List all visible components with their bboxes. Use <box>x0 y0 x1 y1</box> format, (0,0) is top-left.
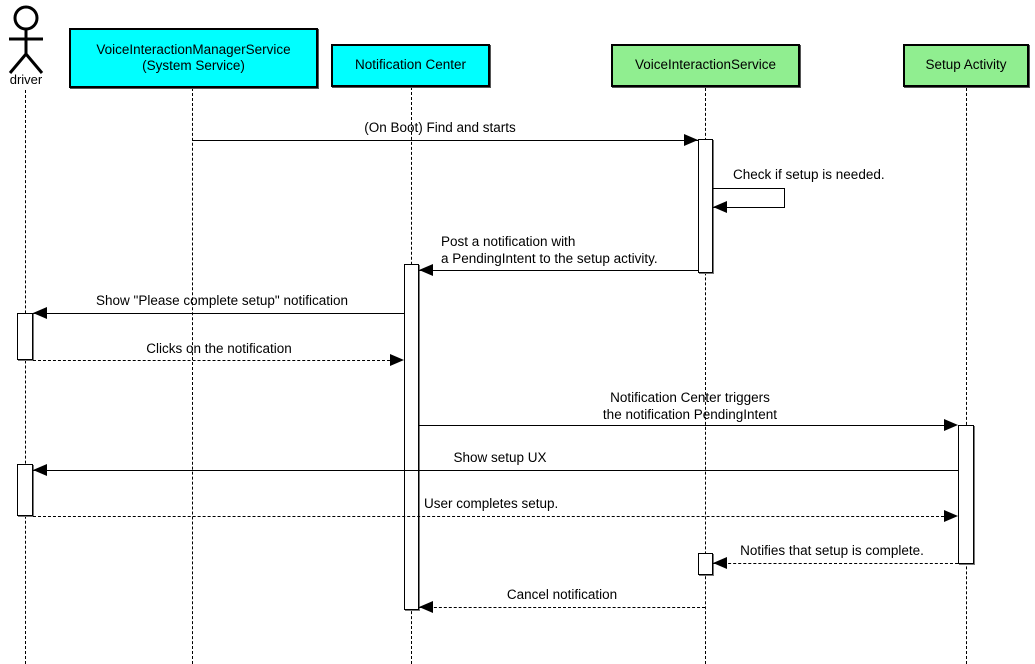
arrowhead-show-setup-ux <box>33 463 47 476</box>
message-line-user-completes-setup <box>33 516 944 517</box>
message-label-post-a-notification-line2: a PendingIntent to the setup activity. <box>441 251 658 266</box>
message-line-show-setup-ux <box>33 470 958 471</box>
participant-notification-center[interactable]: Notification Center <box>331 44 490 87</box>
arrowhead-show-please-complete-setup-notification <box>33 306 47 319</box>
actor-driver-label: driver <box>9 72 43 87</box>
message-label-notifies-that-setup-is-complete: Notifies that setup is complete. <box>740 543 924 558</box>
actor-stick-figure-icon <box>8 5 44 74</box>
message-line-show-please-complete-setup-notification <box>33 313 404 314</box>
participant-setup-activity[interactable]: Setup Activity <box>903 44 1029 87</box>
arrowhead-user-completes-setup <box>944 509 958 522</box>
message-line-clicks-on-the-notification <box>33 360 390 361</box>
activation-setup-activity <box>958 425 974 564</box>
activation-notification-center <box>404 264 419 610</box>
arrowhead-notification-center-triggers <box>944 418 958 431</box>
arrowhead-cancel-notification <box>419 600 433 613</box>
arrowhead-check-if-setup-is-needed <box>713 201 727 213</box>
message-label-clicks-on-the-notification: Clicks on the notification <box>146 341 292 356</box>
lifeline-setup-activity <box>966 88 967 664</box>
message-label-show-setup-ux: Show setup UX <box>453 450 547 465</box>
participant-vis-label: VoiceInteractionService <box>634 57 777 73</box>
arrowhead-notifies-that-setup-is-complete <box>713 556 727 569</box>
activation-voice-interaction-service-2 <box>698 553 713 575</box>
activation-driver-1 <box>17 313 33 360</box>
message-label-on-boot-find-and-starts: (On Boot) Find and starts <box>364 120 516 135</box>
message-label-cancel-notification: Cancel notification <box>506 587 618 602</box>
message-label-show-please-complete-setup-notification: Show "Please complete setup" notificatio… <box>96 293 348 308</box>
lifeline-vims <box>192 88 193 664</box>
arrowhead-clicks-on-the-notification <box>390 353 404 366</box>
participant-voiceinteractionmanagerservice[interactable]: VoiceInteractionManagerService (System S… <box>69 28 318 88</box>
lifeline-voice-interaction-service <box>705 88 706 664</box>
lifeline-driver <box>25 90 26 664</box>
message-line-cancel-notification <box>419 607 705 608</box>
selfcall-loop-check-if-setup-is-needed <box>713 188 785 208</box>
message-label-notification-center-triggers-line2: the notification PendingIntent <box>602 407 778 422</box>
message-line-post-a-notification <box>419 270 698 271</box>
message-line-on-boot-find-and-starts <box>192 140 698 141</box>
actor-driver <box>0 4 52 76</box>
message-label-check-if-setup-is-needed: Check if setup is needed. <box>733 167 885 182</box>
message-label-user-completes-setup: User completes setup. <box>424 496 559 511</box>
arrowhead-on-boot-find-and-starts <box>684 133 698 146</box>
arrowhead-post-a-notification <box>419 263 433 276</box>
message-label-post-a-notification-line1: Post a notification with <box>441 234 576 249</box>
participant-voiceinteractionservice[interactable]: VoiceInteractionService <box>611 44 800 87</box>
message-line-notification-center-triggers <box>419 425 944 426</box>
message-label-notification-center-triggers-line1: Notification Center triggers <box>610 390 770 405</box>
participant-setup-activity-label: Setup Activity <box>925 57 1007 73</box>
participant-notification-center-label: Notification Center <box>354 57 467 73</box>
activation-driver-2 <box>17 464 33 516</box>
activation-voice-interaction-service-1 <box>698 139 713 273</box>
participant-vims-label-line2: (System Service) <box>142 58 245 73</box>
message-line-notifies-that-setup-is-complete <box>713 563 958 564</box>
participant-vims-label-line1: VoiceInteractionManagerService <box>96 41 291 57</box>
